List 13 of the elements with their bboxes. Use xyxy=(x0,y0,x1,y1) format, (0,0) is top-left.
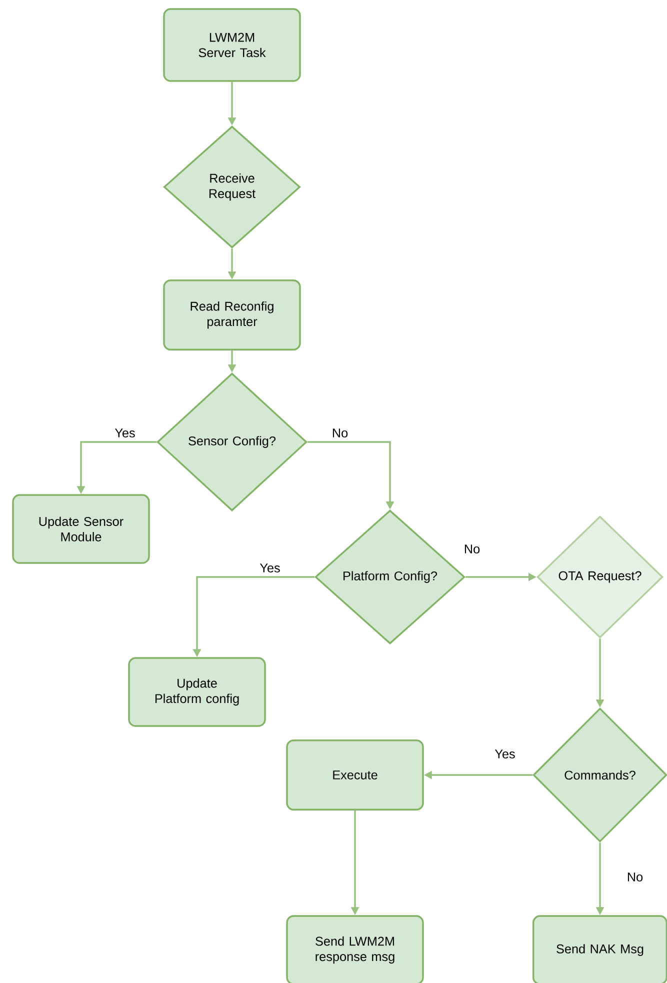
edge-label: Yes xyxy=(260,564,280,572)
process-box: Execute xyxy=(286,739,424,811)
edge-label: No xyxy=(464,544,480,554)
edge-label: No xyxy=(332,428,348,438)
edge-label: Yes xyxy=(494,750,515,758)
process-box: Send LWM2M response msg xyxy=(286,915,424,983)
process-box: LWM2M Server Task xyxy=(163,8,301,82)
process-box: Update Platform config xyxy=(128,657,266,727)
edge-label: Yes xyxy=(114,428,135,438)
edge-label: No xyxy=(628,872,643,882)
process-box: Read Reconfig paramter xyxy=(163,279,301,351)
process-box: Send NAK Msg xyxy=(532,915,667,983)
process-box: Update Sensor Module xyxy=(12,494,150,564)
